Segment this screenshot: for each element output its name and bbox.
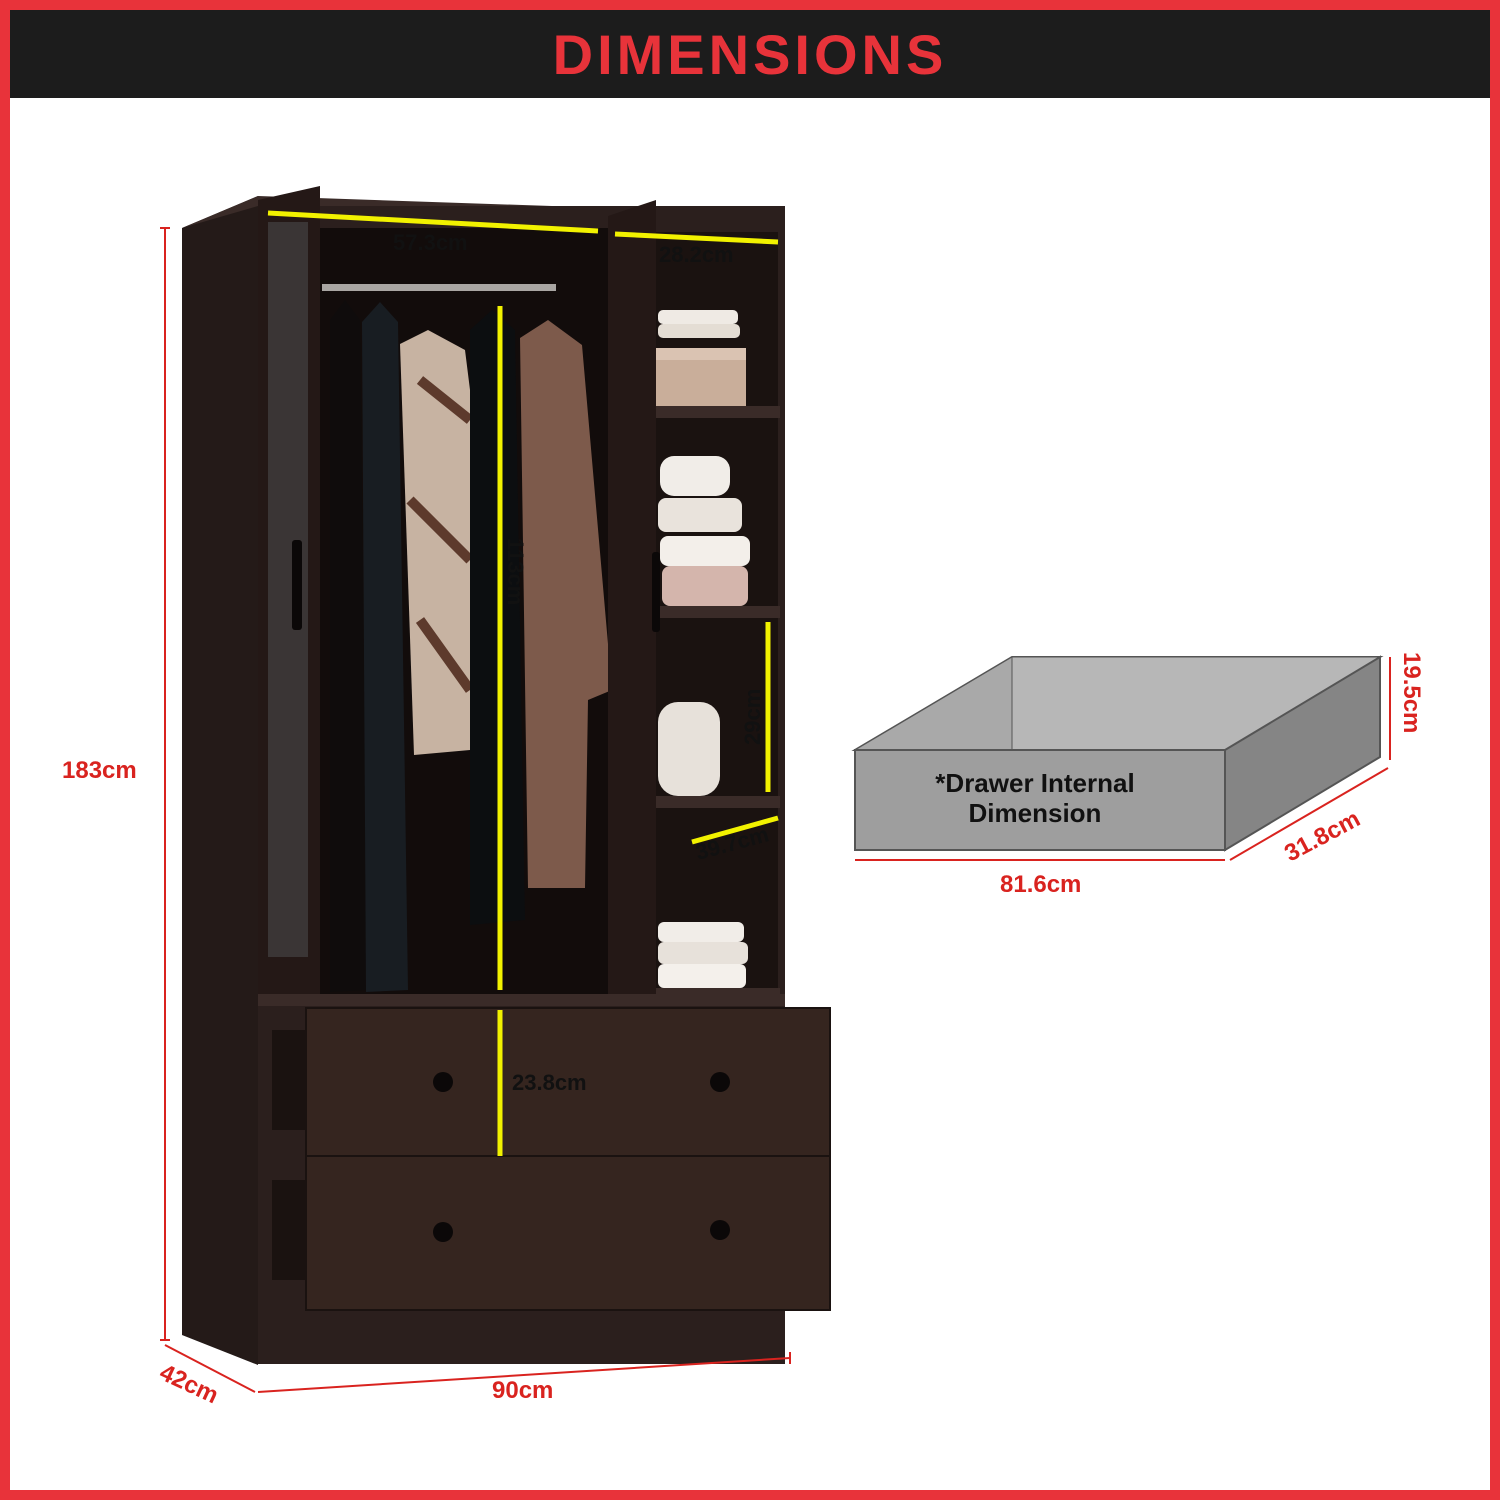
wardrobe: [182, 186, 831, 1365]
drawer-depth-line: [1229, 767, 1389, 861]
drawer-knob[interactable]: [433, 1222, 453, 1242]
drawer-knob[interactable]: [710, 1220, 730, 1240]
wardrobe-side-panel: [182, 196, 258, 1365]
left-door-handle[interactable]: [292, 540, 302, 630]
right-door-handle[interactable]: [652, 552, 660, 632]
shelf: [656, 796, 780, 808]
shelf: [656, 606, 780, 618]
title-banner: DIMENSIONS: [10, 10, 1490, 98]
drawer-measurements: [855, 657, 1391, 861]
label-drawer-height: 23.8cm: [512, 1070, 587, 1095]
drawer-label-line2: Dimension: [969, 798, 1102, 828]
drawer-box-inner-left: [853, 656, 1013, 751]
label-total-height: 183cm: [62, 757, 137, 784]
depth-line: [164, 1344, 256, 1393]
label-shelf-height: 29cm: [740, 689, 765, 745]
bottom-drawer[interactable]: [272, 1155, 831, 1311]
overall-measurements: [160, 227, 791, 1393]
interior-measurements: [267, 210, 779, 1156]
drawer-knob[interactable]: [710, 1072, 730, 1092]
plinth: [258, 1312, 785, 1364]
label-total-width: 90cm: [492, 1377, 553, 1404]
shelf-depth-line: [691, 815, 779, 845]
drawer-box-front: [854, 749, 1226, 851]
label-drawer-height: 19.5cm: [1398, 652, 1425, 733]
clothes-rail: [322, 284, 556, 291]
right-door: [608, 200, 656, 996]
page-title: DIMENSIONS: [552, 22, 948, 86]
width-line: [257, 1357, 791, 1393]
label-inner-width: 57.3cm: [393, 230, 468, 255]
drawer-knob[interactable]: [433, 1072, 453, 1092]
shelf: [656, 406, 780, 418]
folded-clothes: [656, 310, 750, 988]
hanging-width-line: [267, 210, 599, 234]
compartment-base: [258, 994, 785, 1006]
drawer-internal-box: [851, 655, 1384, 852]
label-total-depth: 42cm: [155, 1359, 222, 1409]
label-drawer-depth: 31.8cm: [1280, 805, 1365, 867]
label-shelf-width: 28.2cm: [659, 242, 734, 267]
top-drawer[interactable]: [272, 1007, 831, 1159]
shelf-width-line: [614, 231, 779, 245]
label-hanging-height: 113cm: [503, 538, 528, 605]
drawer-label-line1: *Drawer Internal: [935, 768, 1134, 798]
label-drawer-width: 81.6cm: [1000, 871, 1081, 898]
